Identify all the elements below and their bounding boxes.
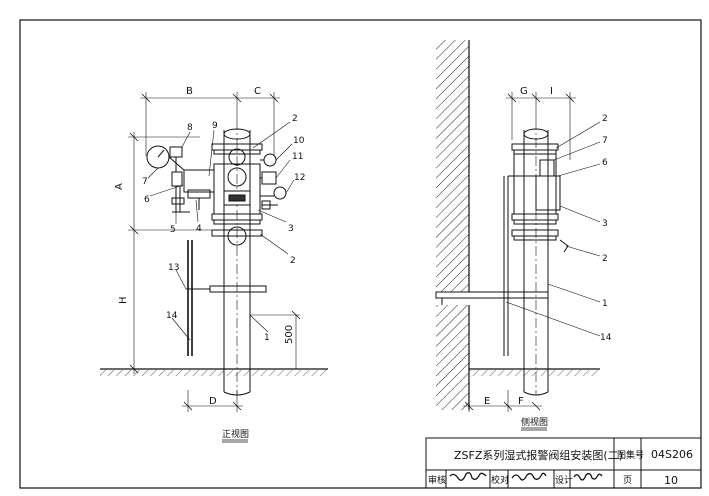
side-callout-14: 14 [600,333,612,343]
title-block [425,437,702,489]
dim-E: E [484,396,490,407]
side-callout-7: 7 [602,136,608,146]
front-view-labels: B C A H 500 D 2 9 8 10 11 12 7 6 3 5 4 2… [114,86,305,440]
callout-13: 13 [168,263,179,273]
side-callout-1: 1 [602,299,608,309]
callout-4: 4 [196,224,202,234]
title-block-text: ZSFZ系列湿式报警阀组安装图(二) 图集号 04S206 页 10 审核 校对… [428,448,693,487]
dim-D: D [209,396,217,407]
review-label: 审核 [428,474,446,486]
page-number: 10 [664,474,678,487]
sheet-border [19,19,702,489]
callout-9: 9 [212,121,218,131]
callout-12: 12 [294,173,305,183]
callout-11: 11 [292,152,303,162]
design-label: 设计 [555,474,573,486]
callout-3: 3 [288,224,294,234]
atlas-number: 04S206 [651,448,693,461]
dim-A: A [114,183,125,190]
dim-G: G [520,86,528,97]
callout-5: 5 [170,225,176,235]
callout-2-lower: 2 [290,256,296,266]
side-callout-6: 6 [602,158,608,168]
side-view [435,40,601,431]
dim-C: C [254,86,261,97]
page-label: 页 [623,475,632,486]
dim-B: B [186,86,193,97]
atlas-label: 图集号 [617,449,644,461]
drawing-title: ZSFZ系列湿式报警阀组安装图(二) [454,448,623,462]
side-view-caption: 侧视图 [521,416,548,428]
side-callout-3: 3 [602,219,608,229]
callout-6: 6 [144,195,150,205]
callout-10: 10 [293,136,305,146]
callout-8: 8 [187,123,193,133]
dim-F: F [518,396,524,407]
callout-14: 14 [166,311,178,321]
side-view-labels: G I E F 2 7 6 3 2 1 14 侧视图 [484,86,612,428]
front-view-caption: 正视图 [222,428,249,440]
callout-7: 7 [142,177,148,187]
dim-H: H [118,296,129,304]
dim-I: I [550,86,553,97]
front-view [100,92,328,443]
side-callout-2-lower: 2 [602,254,608,264]
check-label: 校对 [491,474,509,486]
callout-1: 1 [264,333,270,343]
side-callout-2-upper: 2 [602,114,608,124]
dim-500: 500 [284,325,295,344]
callout-2-upper: 2 [292,114,298,124]
